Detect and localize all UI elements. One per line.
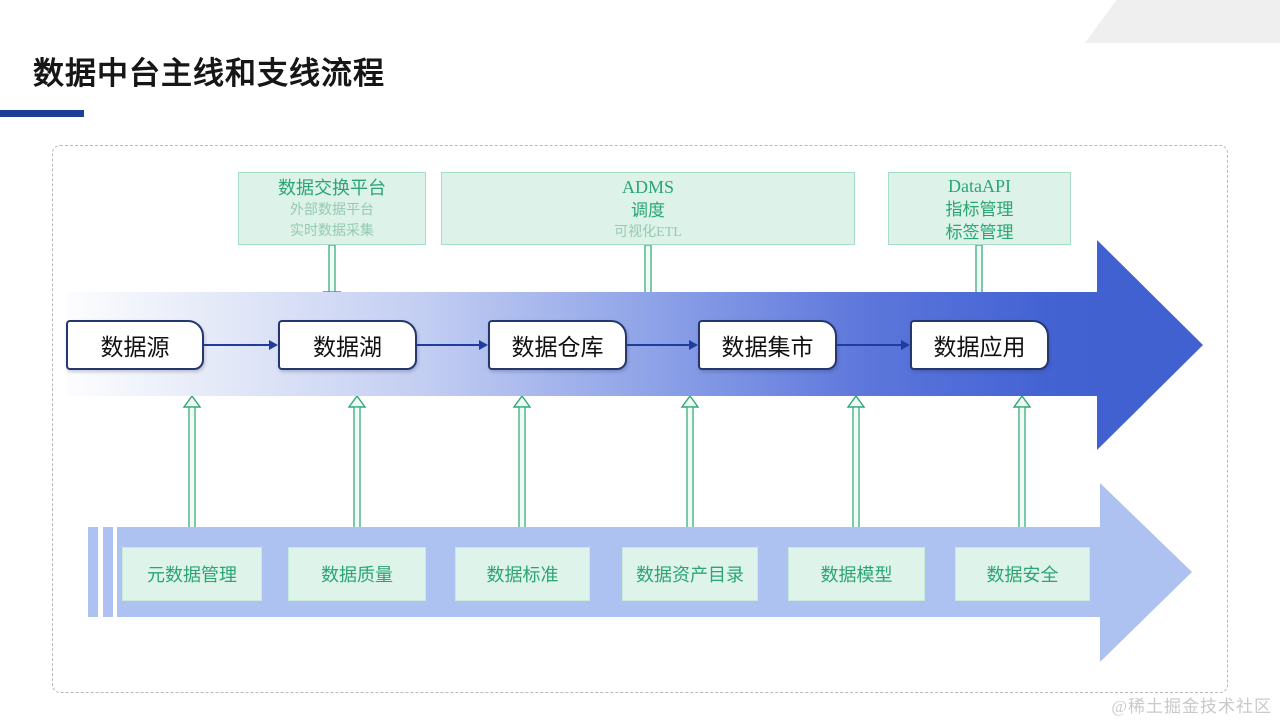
- up-arrow-connector-icon: [512, 396, 532, 547]
- support-box-dataapi: DataAPI 指标管理 标签管理: [888, 172, 1071, 245]
- support-arrow-stripe: [88, 527, 98, 617]
- corner-decoration: [1084, 0, 1280, 43]
- main-flow-arrowhead-icon: [1097, 240, 1203, 450]
- support-box-subline: 可视化ETL: [614, 224, 682, 240]
- support-flow-arrowhead-icon: [1100, 483, 1192, 662]
- support-box-subline: 实时数据采集: [290, 223, 374, 239]
- right-arrow-connector-icon: [837, 340, 910, 350]
- right-arrow-connector-icon: [204, 340, 278, 350]
- support-box-title: DataAPI: [948, 175, 1011, 196]
- right-arrow-connector-icon: [417, 340, 488, 350]
- support-box-standard: 数据标准: [455, 547, 590, 601]
- up-arrow-connector-icon: [347, 396, 367, 547]
- right-arrow-connector-icon: [627, 340, 698, 350]
- support-box-data-exchange: 数据交换平台 外部数据平台 实时数据采集: [238, 172, 426, 245]
- stage-box-data-app: 数据应用: [910, 320, 1049, 370]
- stage-box-data-source: 数据源: [66, 320, 204, 370]
- support-flow-arrow-body: [117, 527, 1100, 617]
- support-box-subline: 指标管理: [945, 199, 1014, 219]
- up-arrow-connector-icon: [680, 396, 700, 547]
- support-box-metadata: 元数据管理: [122, 547, 262, 601]
- support-box-quality: 数据质量: [288, 547, 426, 601]
- watermark: @稀土掘金技术社区: [1111, 697, 1272, 716]
- diagram-frame: [52, 145, 1228, 693]
- up-arrow-connector-icon: [182, 396, 202, 547]
- page-title: 数据中台主线和支线流程: [33, 56, 385, 91]
- support-box-model: 数据模型: [788, 547, 925, 601]
- support-box-security: 数据安全: [955, 547, 1090, 601]
- stage-box-data-mart: 数据集市: [698, 320, 837, 370]
- up-arrow-connector-icon: [1012, 396, 1032, 547]
- support-box-adms: ADMS 调度 可视化ETL: [441, 172, 855, 245]
- support-box-title: 数据交换平台: [278, 177, 386, 198]
- support-box-subline: 标签管理: [945, 222, 1014, 242]
- support-box-asset-catalog: 数据资产目录: [622, 547, 758, 601]
- support-box-subline: 调度: [631, 200, 665, 220]
- support-box-subline: 外部数据平台: [290, 202, 374, 218]
- support-box-title: ADMS: [621, 176, 674, 197]
- support-arrow-stripe: [103, 527, 113, 617]
- up-arrow-connector-icon: [846, 396, 866, 547]
- stage-box-data-warehouse: 数据仓库: [488, 320, 627, 370]
- title-underline-bar: [0, 110, 84, 117]
- stage-box-data-lake: 数据湖: [278, 320, 417, 370]
